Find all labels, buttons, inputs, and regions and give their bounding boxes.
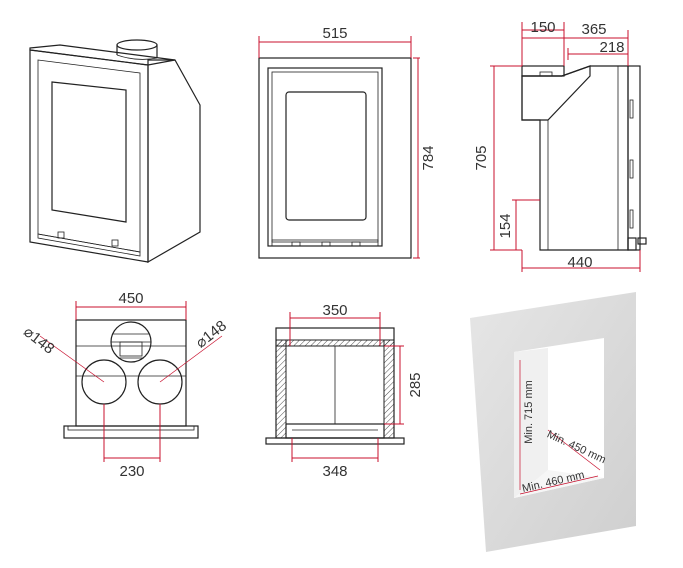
niche-view bbox=[470, 292, 636, 552]
side-depth-label: 440 bbox=[567, 254, 592, 271]
top-flue-right-label: ⌀148 bbox=[193, 317, 230, 351]
section-height-label: 285 bbox=[407, 372, 424, 397]
front-view bbox=[258, 36, 420, 259]
front-width-label: 515 bbox=[322, 25, 347, 42]
section-view bbox=[265, 312, 405, 462]
top-width-label: 450 bbox=[118, 290, 143, 307]
side-top-b-label: 365 bbox=[581, 21, 606, 38]
side-low-label: 154 bbox=[497, 213, 514, 238]
section-width-bottom-label: 348 bbox=[322, 463, 347, 480]
top-view bbox=[39, 301, 223, 462]
side-top-c-label: 218 bbox=[599, 39, 624, 56]
side-height-label: 705 bbox=[473, 145, 490, 170]
top-flue-left-label: ⌀148 bbox=[20, 323, 57, 357]
side-view bbox=[490, 22, 647, 272]
front-height-label: 784 bbox=[420, 145, 437, 170]
section-width-top-label: 350 bbox=[322, 302, 347, 319]
niche-height-label: Min. 715 mm bbox=[523, 380, 535, 444]
top-spacing-label: 230 bbox=[119, 463, 144, 480]
perspective-view bbox=[29, 39, 201, 264]
side-top-a-label: 150 bbox=[530, 19, 555, 36]
